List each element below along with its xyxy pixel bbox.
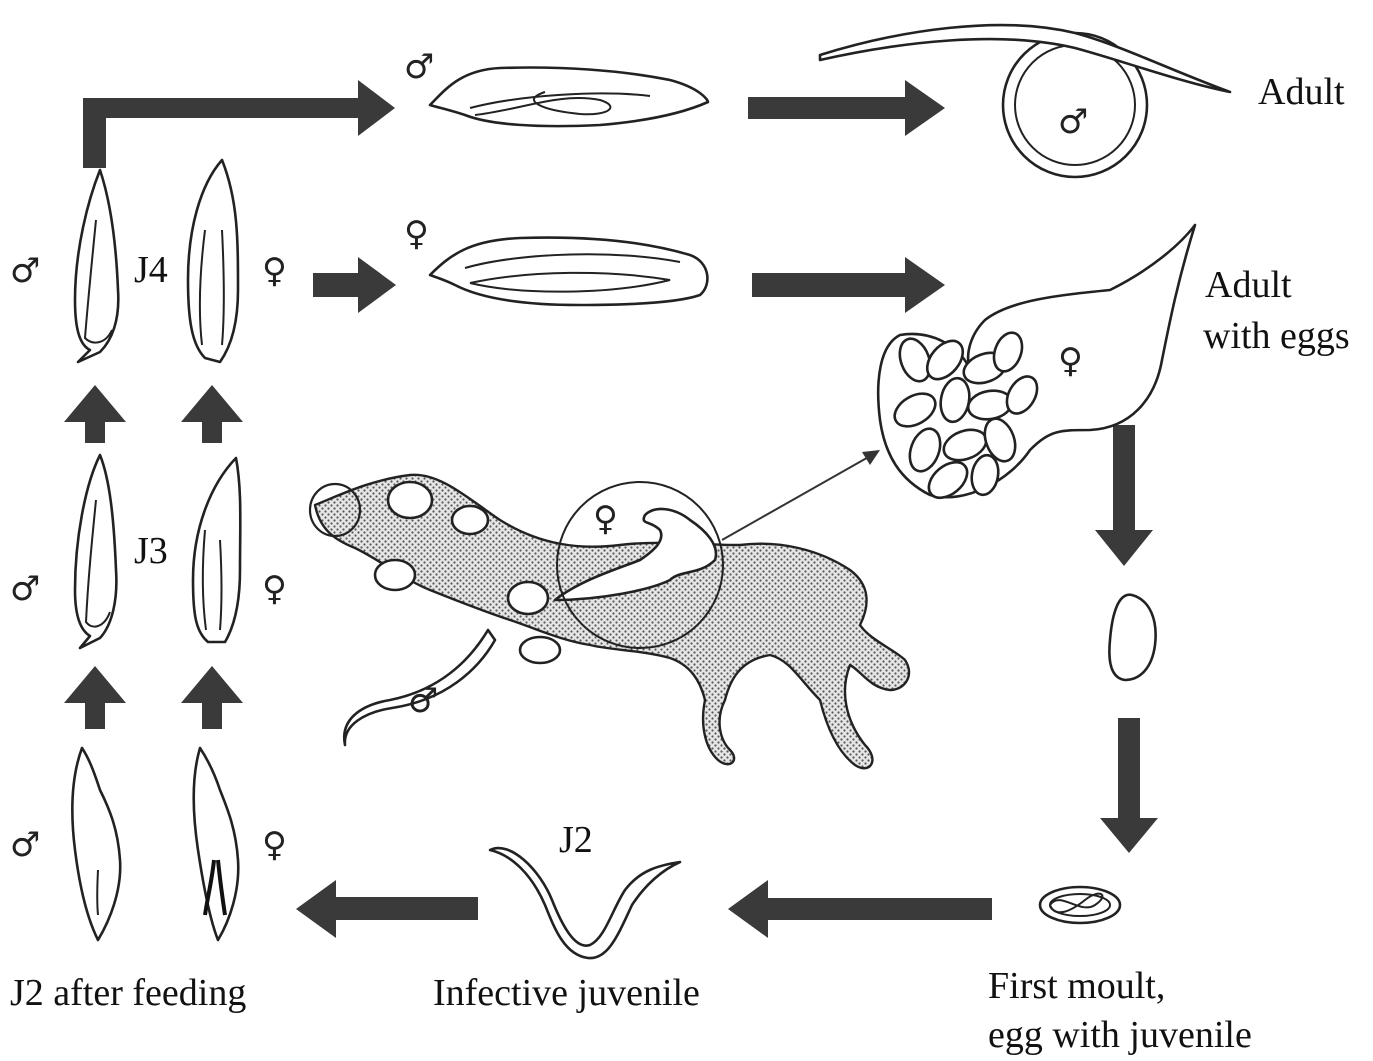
j4-male-juvenile	[75, 170, 118, 362]
male-symbol-root: ♂	[408, 681, 438, 721]
label-j2-after-feeding: J2 after feeding	[10, 972, 246, 1014]
arrow-up-female-j2-j3	[181, 666, 243, 729]
label-first-moult-line1: First moult,	[988, 965, 1165, 1007]
arrow-j4-female-to-female	[313, 257, 396, 313]
male-symbol-j4: ♂	[10, 251, 40, 291]
j2-female-after-feeding	[194, 748, 239, 940]
label-adult-male: Adult	[1258, 71, 1345, 113]
arrow-moult-to-infective	[728, 880, 992, 938]
female-symbol-root: ♀	[593, 499, 618, 539]
male-symbol-j3: ♂	[10, 569, 40, 609]
female-symbol-adult: ♀	[1058, 341, 1083, 381]
adult-female-with-egg-mass	[878, 225, 1195, 505]
female-symbol-j3: ♀	[262, 569, 287, 609]
egg	[1109, 595, 1155, 680]
arrow-down-to-egg	[1095, 425, 1153, 566]
j3-female-juvenile	[193, 458, 240, 642]
label-j3: J3	[134, 530, 168, 572]
female-symbol-j2: ♀	[262, 825, 287, 865]
label-infective-juvenile: Infective juvenile	[433, 972, 700, 1014]
arrow-up-male-j2-j3	[64, 666, 126, 729]
arrow-to-adult-female	[752, 257, 945, 313]
label-j4: J4	[134, 249, 168, 291]
arrow-up-female-j3-j4	[181, 385, 243, 443]
j3-male-juvenile	[75, 455, 116, 648]
magnify-pointer-arrow	[722, 450, 880, 540]
male-fourth-stage-in-cuticle	[430, 68, 708, 127]
male-symbol-adult: ♂	[1058, 102, 1088, 142]
arrow-j4-male-to-male	[83, 80, 395, 168]
female-symbol-j4: ♀	[262, 251, 287, 291]
male-symbol-top: ♂	[404, 47, 434, 87]
j2-male-after-feeding	[72, 748, 120, 940]
arrow-up-male-j3-j4	[64, 385, 126, 443]
j4-female-juvenile	[188, 160, 238, 362]
egg-with-juvenile	[1040, 887, 1120, 923]
arrow-infective-to-j2-feeding	[296, 880, 478, 938]
female-symbol-mid: ♀	[404, 214, 429, 254]
label-adult-female-line1: Adult	[1205, 264, 1292, 306]
label-adult-female-line2: with eggs	[1203, 315, 1350, 357]
male-symbol-j2: ♂	[10, 825, 40, 865]
female-fourth-stage-in-cuticle	[430, 238, 707, 305]
arrow-down-to-moult	[1100, 718, 1158, 853]
label-j2-top: J2	[559, 819, 593, 861]
label-first-moult-line2: egg with juvenile	[988, 1014, 1252, 1056]
arrow-to-adult-male	[748, 80, 945, 136]
infective-juvenile-j2	[490, 848, 680, 958]
